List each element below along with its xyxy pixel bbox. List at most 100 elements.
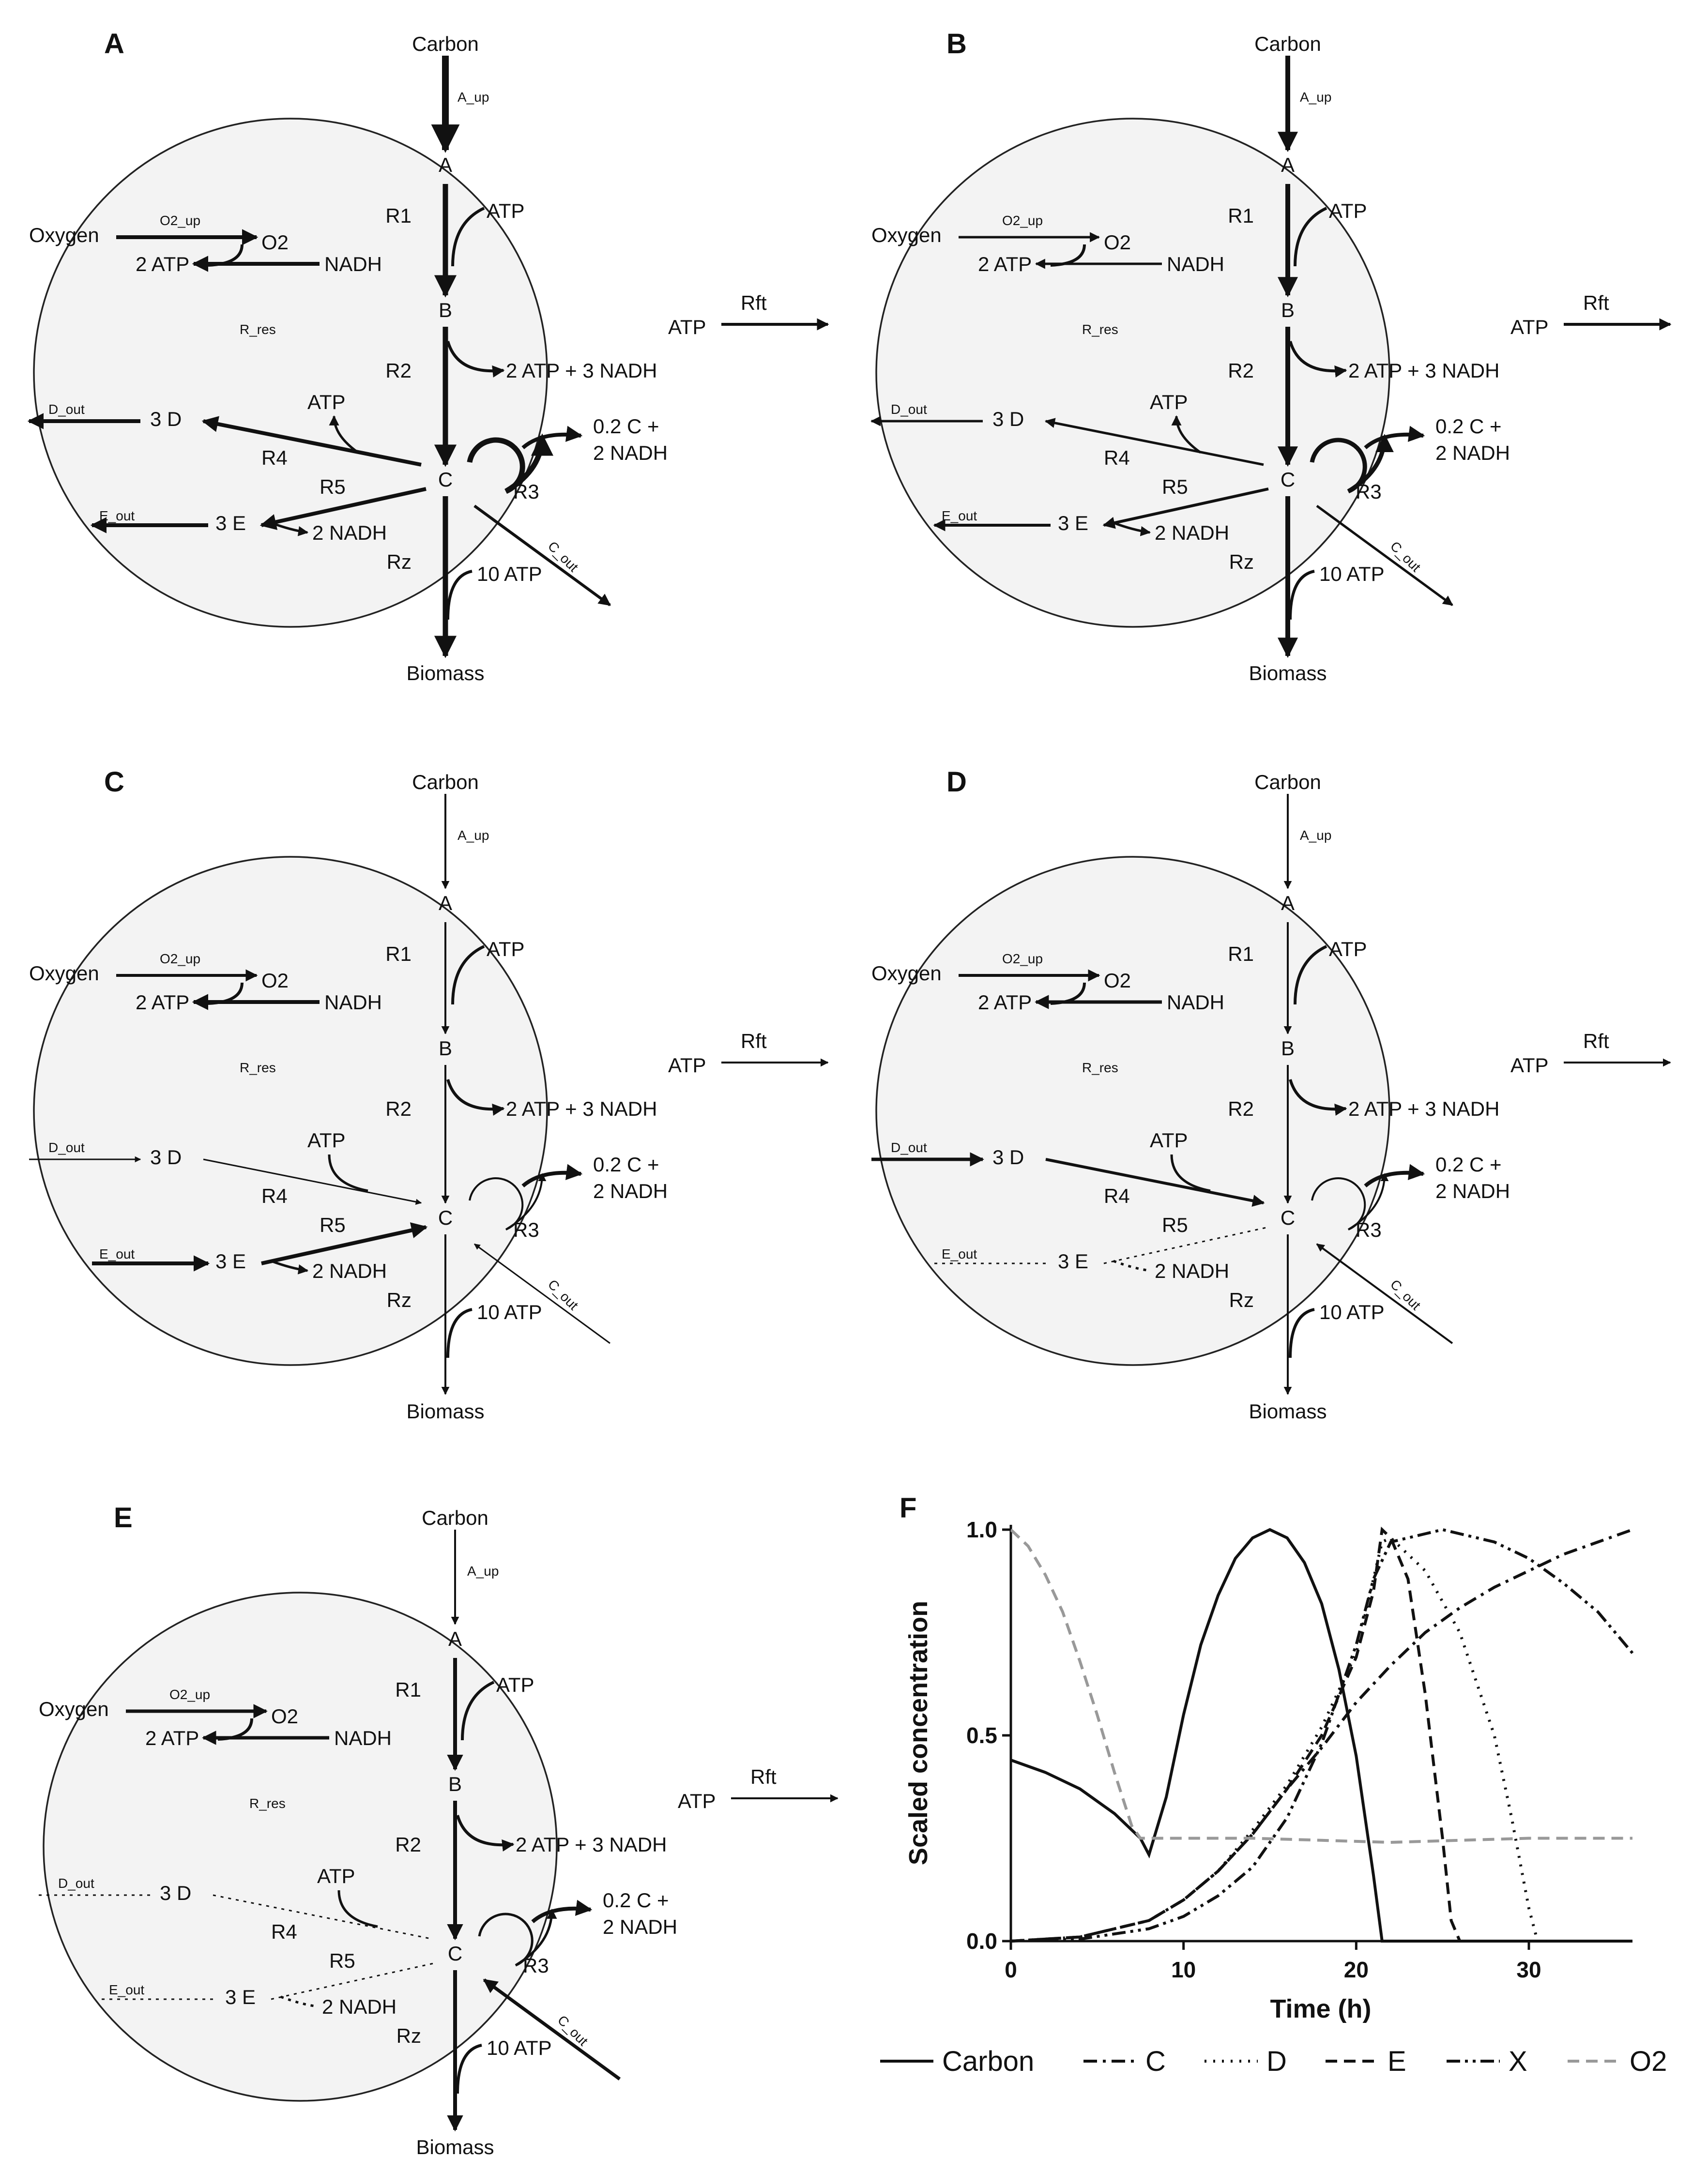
o2-label: O2	[271, 1705, 298, 1728]
two-nadh-label: 2 NADH	[1155, 1260, 1229, 1282]
atp-r1: ATP	[487, 938, 525, 960]
r2-label: R2	[1228, 1097, 1254, 1120]
three-e-label: 3 E	[1058, 512, 1088, 534]
rz-label: Rz	[387, 1289, 412, 1311]
rft-label: Rft	[750, 1765, 777, 1788]
two-atp-label: 2 ATP	[136, 991, 189, 1014]
ten-atp-label: 10 ATP	[1319, 562, 1385, 585]
atp-nadh-r2-label: 2 ATP + 3 NADH	[516, 1833, 667, 1856]
nadh-label: NADH	[1167, 991, 1224, 1014]
panel-letter: B	[946, 28, 967, 60]
panel-letter: C	[104, 766, 124, 798]
metabolite-a: A	[1281, 153, 1295, 176]
atp-ft-label: ATP	[678, 1790, 716, 1812]
r3-loop-arrow	[1311, 1173, 1389, 1230]
r3-loop-arrow	[1310, 434, 1394, 494]
nadh-label: NADH	[1167, 253, 1224, 275]
legend-label-5: O2	[1630, 2046, 1667, 2077]
c-plus-label: 0.2 C +	[603, 1889, 669, 1912]
c-out-label: C_out	[545, 1276, 581, 1313]
two-nadh-label: 2 NADH	[312, 521, 387, 544]
r5-label: R5	[320, 475, 346, 498]
o2-up-label: O2_up	[1002, 951, 1043, 966]
two-nadh-label: 2 NADH	[312, 1260, 387, 1282]
o2-label: O2	[1104, 231, 1131, 254]
oxygen-label: Oxygen	[29, 962, 99, 985]
x-tick-label-0: 0	[1005, 1957, 1017, 1982]
rz-atp-arrow	[1289, 1308, 1315, 1358]
r5-label: R5	[1162, 475, 1188, 498]
r1-label: R1	[385, 204, 412, 227]
cell-ellipse	[33, 118, 548, 628]
c-plus-label: 0.2 C +	[1435, 415, 1502, 438]
three-d-label: 3 D	[150, 408, 182, 430]
r2-label: R2	[385, 359, 412, 382]
atp-nadh-r2-label: 2 ATP + 3 NADH	[506, 359, 657, 382]
legend-label-4: X	[1509, 2046, 1527, 2077]
atp-r4: ATP	[317, 1865, 355, 1887]
r4-atp-arrow	[328, 1154, 368, 1192]
atp-r4: ATP	[307, 1129, 346, 1152]
o2-label: O2	[1104, 969, 1131, 992]
r1-label: R1	[1228, 204, 1254, 227]
legend-label-0: Carbon	[942, 2046, 1034, 2077]
three-d-label: 3 D	[150, 1146, 182, 1169]
r4-label: R4	[261, 1185, 288, 1207]
metabolite-a: A	[448, 1627, 462, 1650]
two-nadh-label: 2 NADH	[322, 1995, 396, 2018]
o2-up-label: O2_up	[160, 213, 200, 228]
o2-up-label: O2_up	[160, 951, 200, 966]
c-nadh-label: 2 NADH	[1435, 1180, 1510, 1202]
r4-arrow	[1044, 418, 1264, 466]
rz-atp-arrow	[1289, 570, 1315, 620]
atp-r1: ATP	[487, 199, 525, 222]
carbon-label: Carbon	[412, 771, 479, 793]
r-res-label: R_res	[1082, 322, 1118, 337]
metabolite-a: A	[439, 153, 452, 176]
two-atp-label: 2 ATP	[145, 1727, 199, 1749]
r4-atp-arrow	[1170, 1154, 1211, 1192]
biomass-label: Biomass	[1249, 1400, 1327, 1423]
r-res-label: R_res	[240, 1060, 276, 1075]
metabolite-b: B	[1281, 1037, 1295, 1060]
c-plus-label: 0.2 C +	[1435, 1153, 1502, 1176]
y-tick-label-0: 0.0	[966, 1929, 997, 1954]
oxygen-label: Oxygen	[871, 962, 942, 985]
r3-loop-arrow	[467, 433, 554, 494]
rz-atp-arrow	[446, 1308, 473, 1358]
r5-label: R5	[1162, 1214, 1188, 1236]
r4-arrow	[213, 1894, 431, 1940]
c-out-arrow	[1316, 504, 1453, 607]
atp-ft-label: ATP	[668, 1054, 706, 1077]
r1-atp-arrow	[451, 945, 485, 1005]
r4-atp-arrow	[337, 1890, 378, 1928]
series-line-4	[1010, 1528, 1634, 1943]
r3-loop-arrow	[469, 1173, 547, 1230]
atp-ft-label: ATP	[668, 316, 706, 338]
r2-label: R2	[385, 1097, 412, 1120]
chart-y-axis-title: Scaled concentration	[904, 1601, 933, 1865]
rz-atp-arrow	[456, 2044, 482, 2094]
metabolite-b: B	[1281, 299, 1295, 321]
r5-arrow	[1102, 487, 1269, 529]
r2-product-arrow	[1289, 1079, 1347, 1116]
r2-product-arrow	[1289, 341, 1347, 378]
oxygen-label: Oxygen	[871, 224, 942, 246]
atp-ft-label: ATP	[1510, 316, 1549, 338]
r1-atp-arrow	[451, 207, 485, 267]
e-out-label: E_out	[99, 508, 135, 523]
cell-ellipse	[875, 856, 1390, 1366]
r4-label: R4	[1104, 1185, 1130, 1207]
r4-atp-arrow	[1171, 415, 1202, 454]
o2-up-label: O2_up	[1002, 213, 1043, 228]
respiration-branch	[208, 982, 244, 1005]
atp-nadh-r2-label: 2 ATP + 3 NADH	[1348, 359, 1499, 382]
metabolite-c: C	[438, 468, 453, 491]
r1-label: R1	[385, 942, 412, 965]
oxygen-label: Oxygen	[29, 224, 99, 246]
c-out-label: C_out	[1388, 538, 1424, 575]
